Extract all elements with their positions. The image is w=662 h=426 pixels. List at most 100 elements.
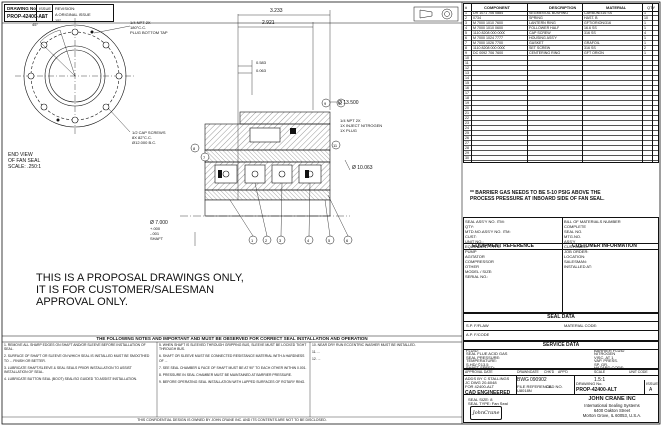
bom-cell: 16.6 SS (584, 26, 597, 30)
bom-cell: 1 (644, 36, 646, 40)
bom-cell: 6 (465, 36, 467, 40)
bom-cell: M 7000 1026 7700 (473, 41, 503, 45)
info-line: S.HD/ ©13.5 (466, 362, 489, 367)
dim-3233: 3.233 (270, 8, 283, 14)
drawn-date: 090902 (530, 377, 547, 383)
bom-cell: 18 (465, 96, 469, 100)
bom-row: 18 (464, 96, 658, 101)
bom-cell: 28 (465, 146, 469, 150)
bom-row: 10 (464, 56, 658, 61)
bom-cell: 316 SS (584, 46, 596, 50)
info-line: BARRIER FLUID (594, 349, 625, 353)
bom-cell: 20 (465, 106, 469, 110)
note-item: 10. NEAR DRY RUN ECCENTRIC WASHER MUST B… (312, 343, 416, 347)
bom-row: 29 (464, 151, 658, 156)
info-line: FLUID: (466, 349, 479, 353)
bom-cell: 13 (465, 71, 469, 75)
bom-cell: 22 (465, 116, 469, 120)
balloon-7: 7 (203, 155, 206, 160)
bom-cell: HOUSING ASS'Y (529, 36, 557, 40)
equipment-customer-block: SEAL ASS'Y NO. ITM:QTY:MTD.NO.ASS'Y NO. … (463, 217, 659, 313)
bom-row: 12 (464, 66, 658, 71)
bom-cell: 10 (644, 16, 648, 20)
bom-cell: CENTERING RING (529, 51, 561, 55)
revision-value: A ORIGINAL ISSUE (55, 12, 91, 17)
info-line: VISC. AT 1 (594, 355, 614, 360)
bom-cell: 9 (465, 51, 467, 55)
seal-data-title: SEAL DATA (547, 314, 575, 320)
approval-header-cell: CHK'D (544, 370, 555, 374)
bom-row: 17 (464, 91, 658, 96)
bom-cell: 4 (465, 26, 467, 30)
info-line: SP. GR. (594, 362, 609, 367)
info-line: OTHER (465, 264, 479, 269)
balloon-9: 9 (324, 101, 327, 106)
bom-cell: GRAFOIL (584, 41, 600, 45)
drawing-no-label: DRAWING No. (7, 6, 38, 11)
bom-cell: GASKET (529, 41, 544, 45)
title-drawing-no: PROP-42400-ALT (576, 387, 617, 393)
info-line: SEAL ASS'Y NO. ITM: (465, 219, 505, 224)
cap-screws-note: 1/2 CAP SCREWS 8X 82°C.C. Ø12.000 B.C. (132, 130, 166, 145)
seal-data-block: SEAL DATA S.P. F/FLAW MATERIAL CODE: A.P… (463, 313, 659, 341)
dim-2921: 2.921 (262, 20, 275, 26)
info-line: SHAFT SPEED: (466, 366, 495, 370)
info-line: CUSTOMER: (564, 244, 588, 249)
bom-cell: 30 (465, 156, 469, 160)
barrier-gas-note: ** BARRIER GAS NEEDS TO BE 5-10 PSIG ABO… (470, 190, 605, 202)
proposal-note: THIS IS A PROPOSAL DRAWINGS ONLY, IT IS … (36, 272, 244, 308)
bom-cell: 5 (465, 31, 467, 35)
info-line: COMPRESSOR (465, 259, 494, 264)
notes-column-1: 1. REMOVE ALL SHARP EDGES ON SHAFT AND/O… (4, 343, 154, 384)
note-item: 5. WHEN SHAFT IS SLEEVED THROUGH GRIPPIN… (159, 343, 307, 352)
customer-information-title: CUSTOMER INFORMATION (572, 243, 637, 249)
balloon-2: 2 (265, 238, 268, 243)
bom-row: 28 (464, 146, 658, 151)
bom-row: 22 (464, 116, 658, 121)
bom-cell: 1110 8208 000 0000 (473, 46, 506, 50)
info-line: MTG.NO. (564, 234, 582, 239)
approval-header-cell: DATE (530, 370, 539, 374)
bom-cell: 2 (465, 16, 467, 20)
equipment-left: SEAL ASS'Y NO. ITM:QTY:MTD.NO.ASS'Y NO. … (465, 219, 561, 279)
bom-row: 14 (464, 76, 658, 81)
bom-cell: 1 (644, 26, 646, 30)
info-line: COMPLETE (564, 224, 587, 229)
angle-45: 45° (32, 22, 39, 27)
bom-row: 19 (464, 101, 658, 106)
bom-cell: 1 (465, 11, 467, 15)
bom-cell: SET SCREW (529, 46, 551, 50)
drawing-no-value: PROP-42400-ALT (7, 14, 48, 20)
balloon-6: 6 (346, 238, 349, 243)
bom-cell: 1 (644, 21, 646, 25)
info-line: SALESMAN: (564, 259, 587, 264)
info-line: ASS'Y (564, 239, 576, 244)
bom-cell: M 7000 1010 0600 (473, 26, 503, 30)
info-line: PUMP (465, 249, 477, 254)
scale-value: 1.5:1 (594, 377, 606, 383)
nitrogen-note: 1/4 NPT 2X 1X INJECT NITROGEN 1X PLUG (340, 118, 383, 133)
bom-cell: 1 (644, 11, 646, 15)
notes-column-2: 5. WHEN SHAFT IS SLEEVED THROUGH GRIPPIN… (159, 343, 308, 387)
bom-cell: DC 0092 706 7600 (473, 51, 504, 55)
dim-0583: 0.583 (256, 60, 267, 65)
approval-header-cell: UNIT CODE (629, 370, 648, 374)
info-line: HAZARD CODE: (594, 366, 625, 370)
bom-cell: 12 (465, 66, 469, 70)
bom-cell: 24 (465, 126, 469, 130)
bom-cell: 15 (465, 81, 469, 85)
balloon-10: 10 (338, 101, 343, 106)
bom-row: 20 (464, 106, 658, 111)
